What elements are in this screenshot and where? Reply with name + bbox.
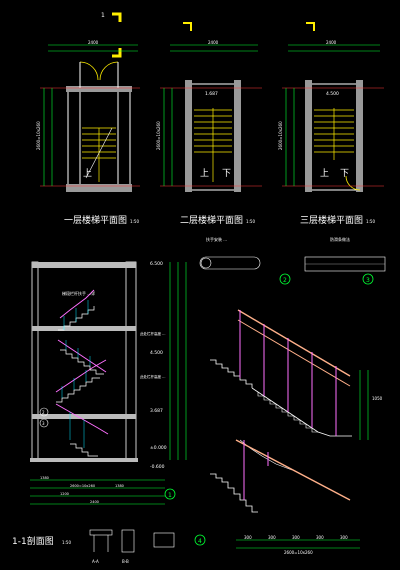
plan3-level: 4.500	[326, 91, 339, 97]
section-title: 1-1剖面图	[12, 535, 54, 547]
plan3-title: 三层楼梯平面图	[300, 214, 363, 226]
plan2-down-label: 下	[222, 169, 231, 179]
plan3-dim-top: 2400	[326, 40, 337, 45]
section-level-top: 6.500	[150, 261, 163, 267]
section-mark-label: 1	[101, 12, 105, 19]
section-level-basement: -0.600	[150, 464, 165, 470]
railing-dim-3: 300	[292, 535, 300, 540]
plan1-scale: 1:50	[130, 219, 139, 224]
detail3-callout	[362, 273, 374, 285]
railing-dim-4: 300	[316, 535, 324, 540]
section-callout-2	[39, 407, 49, 417]
section-1-1: 6.500 4.500 3.687 ±0.000 -0.600 梯段栏杆扶手 .…	[12, 261, 187, 547]
detail-2: 扶手安装 ... 2	[199, 236, 291, 285]
railing-height: 1050	[372, 396, 383, 401]
plan1-dim-left: 2600=10x260	[36, 121, 41, 150]
railing-dim-total: 2600=10x260	[284, 550, 313, 555]
plan2-title: 二层楼梯平面图	[180, 214, 243, 226]
plan1-dim-top: 2400	[88, 40, 99, 45]
plan3-dim-left: 2600=10x260	[278, 121, 283, 150]
plan2-up-label: 上	[200, 168, 209, 179]
svg-text:4: 4	[198, 538, 202, 545]
plan2-dim-top: 2400	[208, 40, 219, 45]
section-callout-1	[164, 488, 176, 500]
svg-text:1: 1	[168, 492, 172, 499]
svg-text:2: 2	[42, 410, 45, 415]
section-note-1: 梯段栏杆扶手 ...详	[62, 290, 95, 296]
svg-text:3: 3	[366, 277, 370, 284]
section-dim-3: 1380	[115, 484, 124, 488]
plan3-scale: 1:50	[366, 219, 375, 224]
detail3-note: 防滑条做法	[330, 236, 350, 242]
aa-label: A-A	[92, 559, 99, 564]
plan1-title: 一层楼梯平面图	[64, 214, 127, 226]
section-dim-2: 2600=10x260	[70, 484, 95, 488]
bb-label: B-B	[122, 559, 129, 564]
section-dim-5: 2400	[90, 500, 99, 504]
section-dim-4: 1200	[60, 492, 69, 496]
plan2-level: 1.687	[205, 91, 218, 97]
plan3-up-label: 上	[320, 168, 329, 179]
section-level-3: 3.687	[150, 408, 163, 414]
detail-3: 防滑条做法 3	[304, 236, 386, 285]
railing-dim-1: 300	[244, 535, 252, 540]
plan2-dim-left: 2600=10x260	[156, 121, 161, 150]
section-aa-bb: A-A B-B	[89, 529, 175, 564]
first-floor-plan: 1 2400 上 2600=10x260	[36, 12, 140, 226]
plan2-scale: 1:50	[246, 219, 255, 224]
detail2-note: 扶手安装 ...	[206, 236, 227, 242]
detail4-callout	[194, 534, 206, 546]
svg-text:2: 2	[283, 277, 287, 284]
section-dim-1: 1380	[40, 476, 49, 480]
section-note-3: 此处栏杆高度 ...	[140, 374, 165, 379]
detail2-callout	[279, 273, 291, 285]
second-floor-plan: 2400 1.687 上 下 2600=10x260 二层楼梯平面图 1:50	[156, 22, 262, 226]
section-level-2: 4.500	[150, 350, 163, 356]
section-note-2: 此处栏杆高度 ...	[140, 331, 165, 336]
section-scale: 1:50	[62, 540, 71, 545]
plan3-down-label: 下	[340, 169, 349, 179]
third-floor-plan: 2400 4.500 上 下 2600=10x260 三层楼梯平面图 1:50	[278, 22, 384, 226]
railing-dim-5: 300	[340, 535, 348, 540]
section-level-ground: ±0.000	[150, 445, 167, 451]
svg-text:3: 3	[42, 421, 45, 426]
railing-dim-2: 300	[268, 535, 276, 540]
section-callout-3	[39, 418, 49, 428]
plan1-up-label: 上	[83, 168, 92, 179]
railing-detail: 1050 300 300 300 300 300 2600=10x260 4	[194, 309, 383, 555]
